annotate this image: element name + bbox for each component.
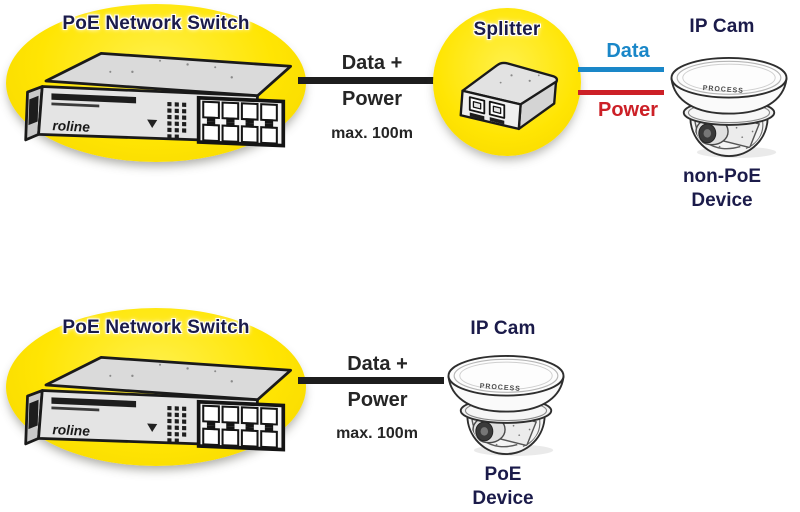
cable-power-label: Power xyxy=(347,389,408,411)
dome-camera-illustration: PROCESS xyxy=(447,355,565,456)
camera-brand-label: PROCESS xyxy=(479,383,521,393)
device-type-line2: Device xyxy=(472,488,534,509)
switch-title: PoE Network Switch xyxy=(62,13,250,34)
device-type-label: PoE Device xyxy=(438,463,568,511)
ip-cam-title: IP Cam xyxy=(689,16,755,37)
utp-cable-line xyxy=(298,77,438,84)
power-output-label: Power xyxy=(597,99,659,121)
cable-data-plus-label: Data + xyxy=(347,353,408,375)
switch-logo: roline xyxy=(52,118,90,135)
utp-cable-line xyxy=(298,377,444,384)
device-type-line1: non-PoE xyxy=(682,166,762,187)
poe-switch-illustration: roline xyxy=(24,52,293,148)
poe-splitter-illustration xyxy=(459,61,559,131)
device-type-line1: PoE xyxy=(484,464,522,485)
poe-switch-illustration: roline xyxy=(24,356,293,452)
data-output-label: Data xyxy=(606,40,650,62)
cable-length-note: max. 100m xyxy=(336,425,418,442)
cable-power-label: Power xyxy=(341,88,403,110)
cable-data-plus-label: Data + xyxy=(341,52,403,74)
dome-camera-illustration: PROCESS xyxy=(670,57,788,158)
cable-length-note: max. 100m xyxy=(331,125,413,142)
switch-title: PoE Network Switch xyxy=(62,317,250,338)
splitter-title: Splitter xyxy=(473,19,541,40)
device-type-label: non-PoE Device xyxy=(657,165,787,213)
device-type-line2: Device xyxy=(691,190,753,211)
ip-cam-title: IP Cam xyxy=(470,318,536,339)
switch-logo: roline xyxy=(52,422,90,439)
camera-brand-label: PROCESS xyxy=(702,85,744,95)
data-output-line xyxy=(578,67,664,72)
power-output-line xyxy=(578,90,664,95)
